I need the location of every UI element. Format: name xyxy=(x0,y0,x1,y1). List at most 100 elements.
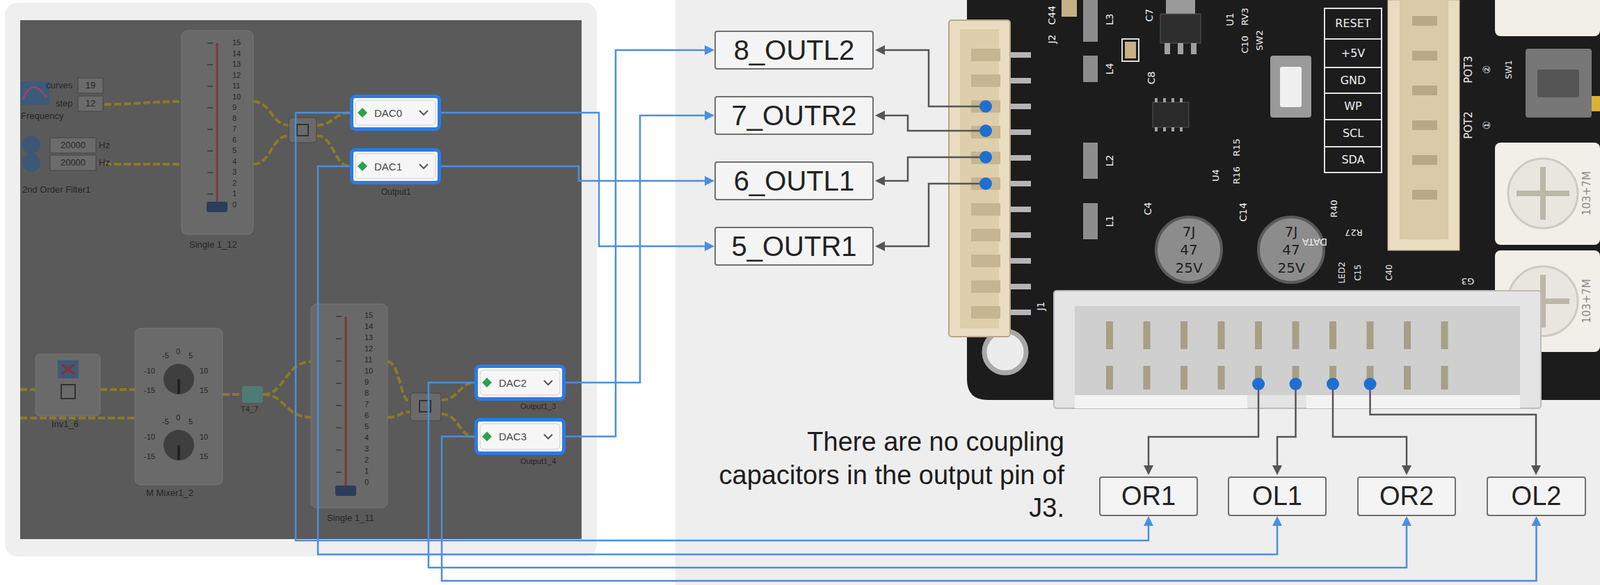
module-label: -5 xyxy=(162,351,170,361)
signal-name: 8_OUTL2 xyxy=(733,34,855,67)
signal-box: 8_OUTL2 xyxy=(714,30,874,70)
screenshot-modules-part xyxy=(35,354,101,416)
screenshot-modules-part xyxy=(20,81,50,106)
module-label: 8 xyxy=(232,114,237,124)
connector-j2-part xyxy=(948,20,1011,337)
arrowhead xyxy=(1143,516,1154,526)
silkscreen-label: POT2 xyxy=(1462,111,1475,140)
arrowhead xyxy=(704,45,715,55)
smd-parts-part xyxy=(1324,38,1382,147)
module-label: 3 xyxy=(364,444,369,454)
connector-j3-part xyxy=(1306,395,1520,409)
screenshot-modules-part xyxy=(177,379,181,394)
arrowhead xyxy=(704,176,715,186)
module-label: 10 xyxy=(199,432,208,442)
module-label: 15 xyxy=(232,38,241,48)
smd-parts-part xyxy=(1061,0,1077,17)
smd-parts-part xyxy=(1160,13,1201,44)
connector-j3-part xyxy=(1053,290,1541,409)
module-label: 4 xyxy=(364,433,369,443)
screenshot-modules-part xyxy=(410,393,442,421)
module-label: 4 xyxy=(232,157,237,167)
signal-box: OR2 xyxy=(1357,476,1456,517)
screenshot-modules-part xyxy=(288,117,317,143)
silkscreen-label: C7 xyxy=(1143,9,1155,23)
pin-dots xyxy=(979,100,1377,391)
screenshot-modules-part xyxy=(61,364,75,375)
screenshot-modules-part xyxy=(335,485,357,496)
silkscreen-label: L3 xyxy=(1104,13,1116,26)
smd-parts-part xyxy=(1270,55,1312,118)
silkscreen-label: C44 xyxy=(1046,5,1058,26)
module-label: Output1_3 xyxy=(520,402,556,412)
module-label: 10 xyxy=(364,366,373,376)
smd-parts-part xyxy=(1083,203,1098,240)
dropdown-frame xyxy=(480,423,560,450)
screenshot-modules-part xyxy=(207,43,213,195)
module-label: 10 xyxy=(199,366,208,376)
pin-dots-part xyxy=(979,177,992,190)
note-text: There are no coupling capacitors in the … xyxy=(702,425,1065,526)
smd-parts-part xyxy=(1324,8,1382,173)
module-label: 10 xyxy=(232,92,241,102)
smd-parts-part xyxy=(1537,69,1580,98)
silkscreen-label: C4 xyxy=(1142,202,1154,216)
leader-arrowheads-part xyxy=(875,176,885,186)
connector-line xyxy=(441,112,707,247)
leader-lines-part xyxy=(883,157,986,181)
module-label: 0 xyxy=(176,347,181,357)
signal-connector xyxy=(441,166,715,186)
smd-parts-part xyxy=(1280,66,1302,108)
signal-connector xyxy=(565,45,715,437)
silkscreen-label: RV3 xyxy=(1240,7,1251,26)
module-label: 19 xyxy=(85,80,96,92)
module-label: 12 xyxy=(232,70,241,80)
screenshot-modules-part xyxy=(345,316,348,487)
connector-line xyxy=(428,382,1407,568)
silkscreen-label: RESET xyxy=(1334,17,1371,30)
silkscreen-label: R15 xyxy=(1232,138,1243,157)
leader-lines-part xyxy=(883,183,986,247)
input-pin xyxy=(482,432,492,442)
screenshot-modules-part xyxy=(206,201,228,213)
module-label: Single 1_11 xyxy=(326,513,375,524)
module-label: 12 xyxy=(364,344,373,354)
connector-j3-part xyxy=(1074,395,1248,409)
dac-output-block: DAC2 xyxy=(474,364,566,401)
silkscreen-label: DATA xyxy=(1302,236,1328,248)
screenshot-modules-part xyxy=(50,137,96,154)
screenshot-modules-part xyxy=(163,429,195,461)
silkscreen-label: 25V xyxy=(1174,260,1203,277)
silkscreen-label: L4 xyxy=(1104,63,1116,76)
screenshot-modules-part xyxy=(77,77,103,94)
smd-parts-part xyxy=(1083,55,1098,83)
smd-parts-part xyxy=(1177,43,1184,55)
connector-j3-part xyxy=(1109,321,1445,350)
module-label: 7 xyxy=(364,400,369,410)
signal-box: OR1 xyxy=(1099,476,1198,517)
screenshot-modules-part xyxy=(216,43,219,209)
silkscreen-label: C10 xyxy=(1240,35,1251,54)
dropdown-frame xyxy=(355,153,436,179)
connector-line xyxy=(317,166,1278,555)
block-name: DAC2 xyxy=(498,377,527,389)
silkscreen-label: C40 xyxy=(1385,264,1395,282)
module-label: 2 xyxy=(364,455,369,465)
smd-parts-part xyxy=(1124,41,1136,59)
smd-parts-part xyxy=(1525,48,1592,118)
screenshot-modules-part xyxy=(336,316,342,473)
pin-dots-part xyxy=(1252,377,1265,391)
silkscreen-label: 47 xyxy=(1282,242,1300,259)
module-label: 6 xyxy=(364,411,369,421)
silkscreen-label: U4 xyxy=(1211,169,1222,182)
smd-parts-part xyxy=(1122,38,1139,62)
signal-connector xyxy=(565,110,715,383)
module-label: 5 xyxy=(232,146,237,156)
silkscreen-label: 25V xyxy=(1277,260,1305,277)
silkscreen-label: SCL xyxy=(1342,127,1364,140)
module-label: 20000 xyxy=(60,140,86,151)
leader-lines xyxy=(883,50,1536,467)
smd-parts-part xyxy=(1591,96,1600,112)
module-label: 11 xyxy=(232,81,240,91)
module-label: 6 xyxy=(232,135,237,145)
